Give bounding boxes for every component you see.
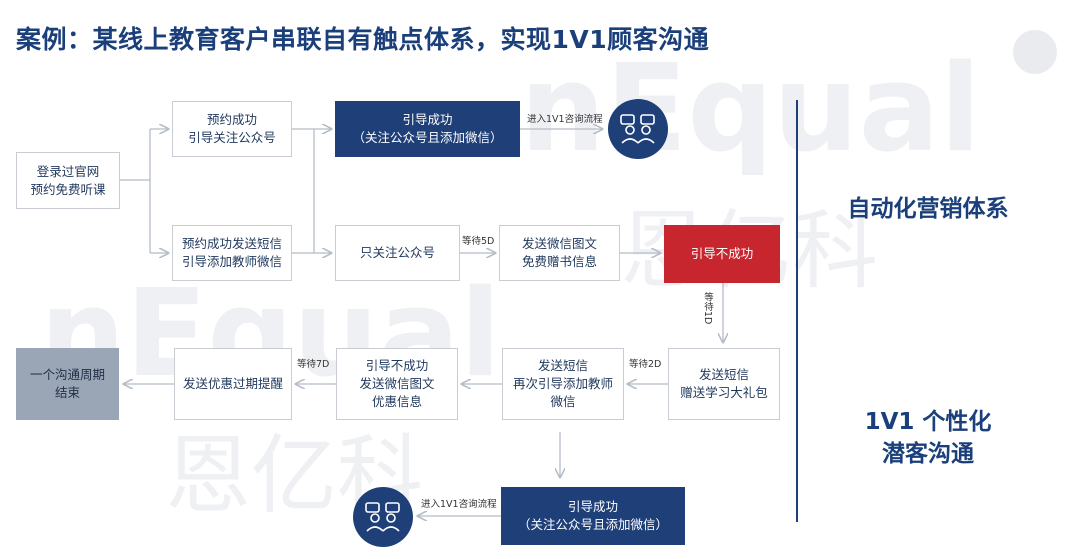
edge-label-enter-consult-bottom: 进入1V1咨询流程 — [421, 499, 497, 510]
node-guide-success-top: 引导成功 （关注公众号且添加微信） — [335, 101, 520, 157]
edge-label-wait-7d: 等待7D — [297, 359, 330, 370]
node-sms-gift: 发送短信 赠送学习大礼包 — [668, 348, 780, 420]
node-sms-again: 发送短信 再次引导添加教师 微信 — [502, 348, 624, 420]
consult-people-icon — [608, 99, 668, 159]
node-login-booked: 登录过官网 预约免费听课 — [16, 152, 120, 209]
node-only-follow: 只关注公众号 — [335, 225, 460, 281]
edge-label-enter-consult-top: 进入1V1咨询流程 — [527, 114, 603, 125]
edge-label-wait-1d: 等待1D — [702, 292, 713, 325]
node-wechat-article: 发送微信图文 免费赠书信息 — [499, 225, 620, 281]
node-book-follow: 预约成功 引导关注公众号 — [172, 101, 292, 157]
brand-logo-icon — [1013, 30, 1057, 74]
node-fail-wechat-offer: 引导不成功 发送微信图文 优惠信息 — [336, 348, 458, 420]
node-expire-reminder: 发送优惠过期提醒 — [174, 348, 292, 420]
edge-label-wait-5d: 等待5D — [462, 236, 495, 247]
label-1v1-personal: 1V1 个性化 潜客沟通 — [864, 409, 992, 467]
consult-people-icon — [353, 487, 413, 547]
node-guide-success-bottom: 引导成功 （关注公众号且添加微信） — [501, 487, 685, 545]
node-guide-fail: 引导不成功 — [664, 225, 780, 283]
page-title: 案例：某线上教育客户串联自有触点体系，实现1V1顾客沟通 — [16, 25, 710, 54]
node-book-sms: 预约成功发送短信 引导添加教师微信 — [172, 225, 292, 281]
label-auto-marketing: 自动化营销体系 — [847, 196, 1009, 222]
edge-label-wait-2d: 等待2D — [629, 359, 662, 370]
section-divider — [796, 100, 798, 522]
node-cycle-end: 一个沟通周期 结束 — [16, 348, 119, 420]
